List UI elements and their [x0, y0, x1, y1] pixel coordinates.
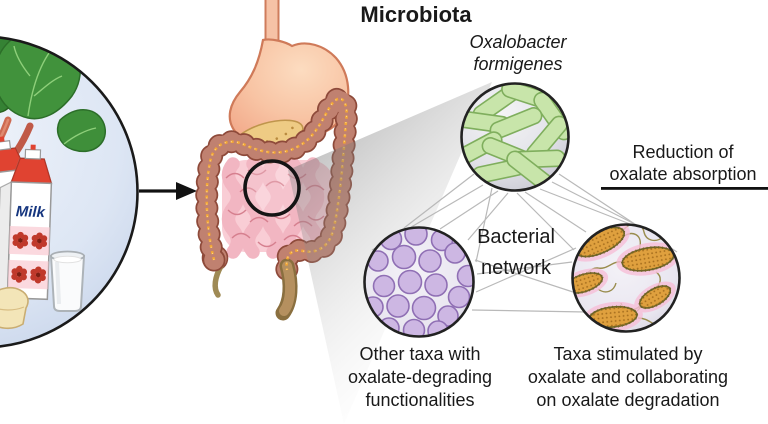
arrow-icon [139, 182, 197, 200]
rectum [275, 258, 298, 321]
milk-carton-icon: Milk [0, 144, 53, 303]
oxalobacter-circle [460, 82, 570, 192]
reduction-line [601, 187, 768, 190]
figure-title: Microbiota [360, 2, 472, 27]
magnifier-circle [243, 159, 301, 217]
bacterial-network-label-line1: Bacterial [477, 226, 555, 248]
outcome-label-line2: oxalate absorption [609, 164, 757, 184]
outcome-label: Reduction of oxalate absorption [598, 141, 768, 185]
other-taxa-label-line3: functionalities [365, 390, 475, 410]
other-taxa-circle [363, 226, 475, 338]
bacterial-network-label-line2: network [480, 257, 552, 279]
stimulated-taxa-label-line1: Taxa stimulated by [553, 344, 703, 364]
outcome-label-line1: Reduction of [632, 142, 734, 162]
dietary-sources-circle: Milk Milk [0, 36, 139, 348]
stimulated-taxa-label: Taxa stimulated by oxalate and collabora… [514, 343, 742, 412]
stimulated-taxa-circle [571, 223, 681, 333]
stimulated-taxa-label-line3: on oxalate degradation [536, 390, 720, 410]
milk-glass-icon [49, 250, 86, 312]
other-taxa-label-line1: Other taxa with [359, 344, 481, 364]
butter-icon [0, 287, 29, 330]
stimulated-cells [572, 226, 675, 329]
other-taxa-label-line2: oxalate-degrading [347, 367, 493, 387]
milk-label: Milk [15, 203, 45, 221]
stimulated-taxa-label-line2: oxalate and collaborating [527, 367, 729, 387]
bacterial-network-label: Bacterial network [436, 222, 596, 284]
oxalobacter-label: Oxalobacter formigenes [438, 31, 598, 75]
network-lines [371, 173, 678, 313]
oxalobacter-label-line1: Oxalobacter [469, 32, 567, 52]
food-circle-outline [0, 36, 139, 348]
other-taxa-label: Other taxa with oxalate-degrading functi… [328, 343, 512, 412]
oxalobacter-label-line2: formigenes [473, 54, 563, 74]
